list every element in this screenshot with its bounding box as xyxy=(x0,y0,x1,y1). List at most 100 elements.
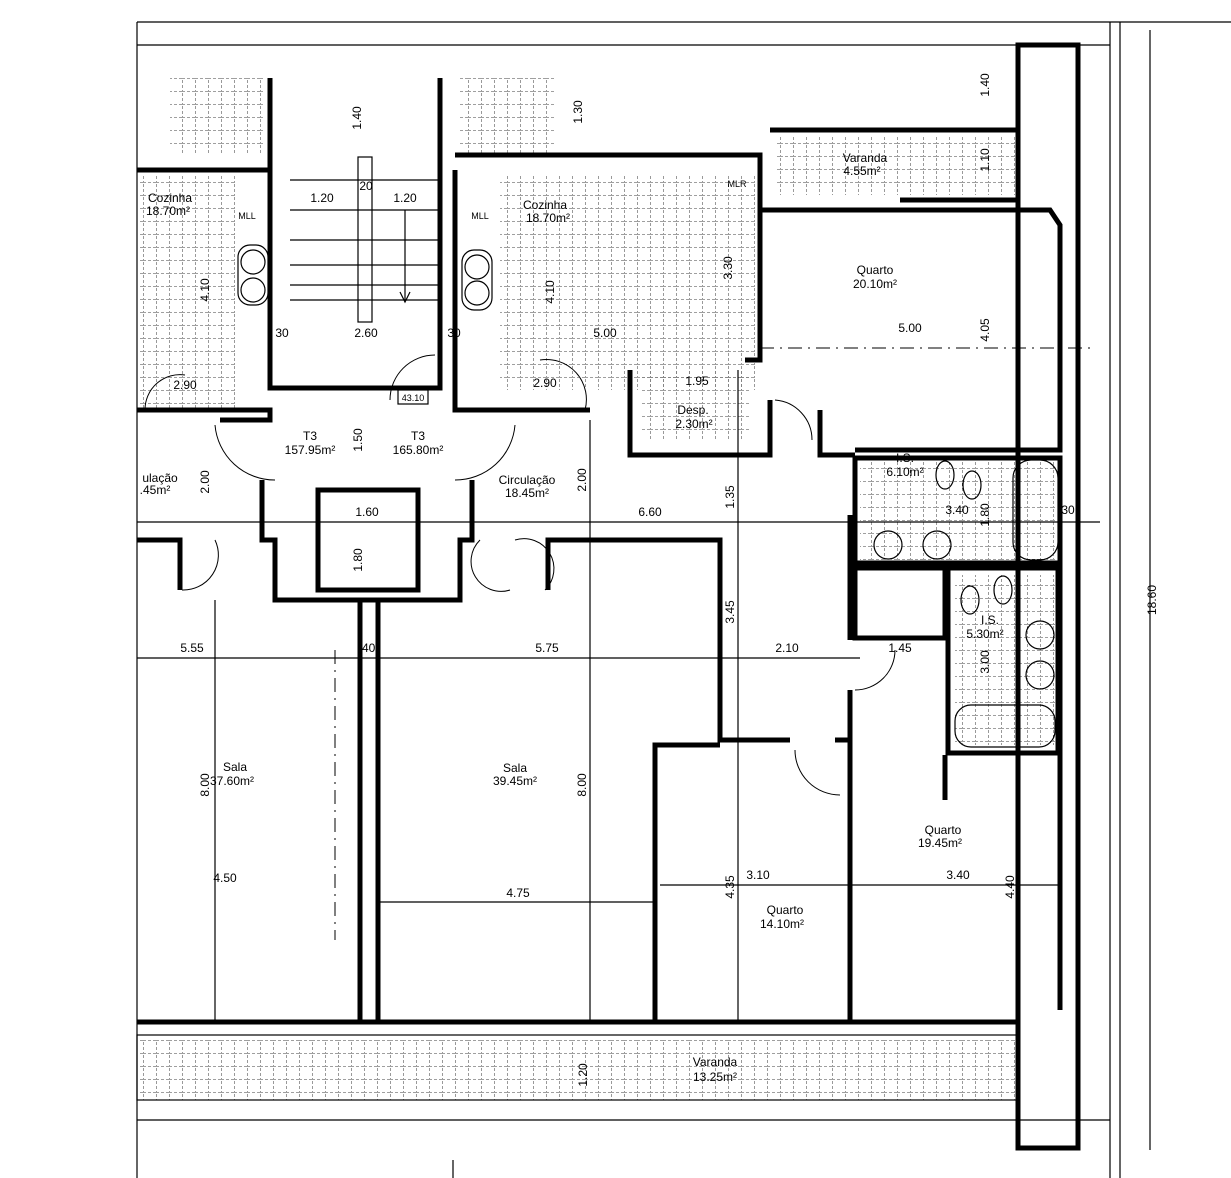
room-name: Desp. xyxy=(677,403,708,417)
dimension-lines xyxy=(137,30,1151,1150)
dimension: 8.00 xyxy=(198,773,212,797)
hob-icon xyxy=(237,244,269,306)
room-name: Varanda xyxy=(843,151,888,165)
dimension: 30 xyxy=(1061,503,1075,517)
bidet-icon xyxy=(993,575,1013,605)
washbasin-icon xyxy=(873,530,903,560)
dimension: 6.60 xyxy=(638,505,662,519)
dimension: 3.10 xyxy=(746,868,770,882)
dimension: 2.00 xyxy=(198,470,212,494)
room-name: Cozinha xyxy=(523,198,567,212)
dimension: 1.40 xyxy=(978,73,992,97)
dimension: 4.50 xyxy=(213,871,237,885)
level-tag-box xyxy=(397,389,429,405)
dimension: 1.30 xyxy=(571,100,585,124)
dimension: 4.10 xyxy=(198,278,212,302)
dimension: 4.10 xyxy=(543,280,557,304)
dimension: 3.00 xyxy=(978,650,992,674)
staircase xyxy=(290,156,438,323)
fixture-label: MLR xyxy=(727,179,747,189)
toilet-icon xyxy=(935,460,955,490)
room-area: 37.60m² xyxy=(210,774,254,788)
dimension: 3.30 xyxy=(721,256,735,280)
dimension: 5.75 xyxy=(535,641,559,655)
toilet-icon xyxy=(960,585,980,615)
bathtub-icon xyxy=(1012,459,1059,561)
dimension: 1.45 xyxy=(888,641,912,655)
dimension: 5.55 xyxy=(180,641,204,655)
room-name: Quarto xyxy=(767,903,804,917)
dimension: 30 xyxy=(447,326,461,340)
dimension: 3.45 xyxy=(723,600,737,624)
room-area: 39.45m² xyxy=(493,774,537,788)
dimension: 3.40 xyxy=(946,868,970,882)
room-area: 13.25m² xyxy=(693,1070,737,1084)
dimension: 1.40 xyxy=(350,106,364,130)
dimension: 1.10 xyxy=(978,148,992,172)
dimension: 2.90 xyxy=(533,376,557,390)
dimension: 4.35 xyxy=(723,875,737,899)
unit-area: 157.95m² xyxy=(285,443,336,457)
dimension: 30 xyxy=(275,326,289,340)
washbasin-icon xyxy=(922,530,952,560)
unit-name: T3 xyxy=(303,429,317,443)
dimension: 2.00 xyxy=(575,468,589,492)
bidet-icon xyxy=(962,470,982,500)
room-name: Circulação xyxy=(499,473,556,487)
room-area: 4.55m² xyxy=(843,164,880,178)
room-area: 18.70m² xyxy=(526,211,570,225)
dimension: 1.20 xyxy=(576,1063,590,1087)
dimension: 3.40 xyxy=(945,503,969,517)
hob-icon xyxy=(461,249,493,311)
room-name: Varanda xyxy=(693,1055,738,1069)
dimension: 18.60 xyxy=(1145,585,1159,615)
unit-name: T3 xyxy=(411,429,425,443)
dimension: 2.90 xyxy=(173,378,197,392)
room-name: Quarto xyxy=(857,263,894,277)
sheet-frame xyxy=(136,21,1231,1178)
room-name: Sala xyxy=(223,760,247,774)
doors xyxy=(144,354,896,796)
unit-area: 165.80m² xyxy=(393,443,444,457)
dimension: 1.60 xyxy=(355,505,379,519)
dimension: 4.75 xyxy=(506,886,530,900)
fixture-label: MLL xyxy=(471,211,489,221)
room-area: 18.45m² xyxy=(505,486,549,500)
level-tag: 43.10 xyxy=(402,393,425,403)
dimension: 2.10 xyxy=(775,641,799,655)
room-name: ulação xyxy=(142,471,178,485)
dimension: 8.00 xyxy=(575,773,589,797)
room-name: Quarto xyxy=(925,823,962,837)
room-name: I.S. xyxy=(981,613,999,627)
room-area: 18.70m² xyxy=(146,204,190,218)
room-area: .45m² xyxy=(140,483,171,497)
fixtures xyxy=(237,244,1059,748)
tiled-floors xyxy=(140,78,1055,1100)
room-name: Cozinha xyxy=(148,191,192,205)
room-area: 6.10m² xyxy=(886,465,923,479)
dimension: 2.60 xyxy=(354,326,378,340)
dimension: 5.00 xyxy=(898,321,922,335)
dimension: 1.95 xyxy=(685,374,709,388)
dimension: 1.35 xyxy=(723,485,737,509)
room-area: 14.10m² xyxy=(760,917,804,931)
room-area: 19.45m² xyxy=(918,836,962,850)
dimension: 4.40 xyxy=(1003,875,1017,899)
room-name: I.S. xyxy=(896,451,914,465)
room-labels: Cozinha 18.70m² Cozinha 18.70m² Varanda … xyxy=(140,151,1004,1084)
washbasin-icon xyxy=(1025,660,1055,690)
washbasin-icon xyxy=(1025,620,1055,650)
dimension: 4.05 xyxy=(978,318,992,342)
dimension: 1.80 xyxy=(351,548,365,572)
room-area: 5.30m² xyxy=(966,627,1003,641)
dimension: 1.50 xyxy=(351,428,365,452)
dimension: 1.80 xyxy=(978,503,992,527)
dimension-labels: 1.20 1.20 30 2.60 30 5.00 5.00 2.90 2.90… xyxy=(173,73,1159,1087)
dimension: 1.20 xyxy=(393,191,417,205)
dimension: 5.00 xyxy=(593,326,617,340)
room-area: 20.10m² xyxy=(853,277,897,291)
bathtub-icon xyxy=(954,704,1056,748)
walls xyxy=(136,42,1081,1151)
room-area: 2.30m² xyxy=(675,417,712,431)
